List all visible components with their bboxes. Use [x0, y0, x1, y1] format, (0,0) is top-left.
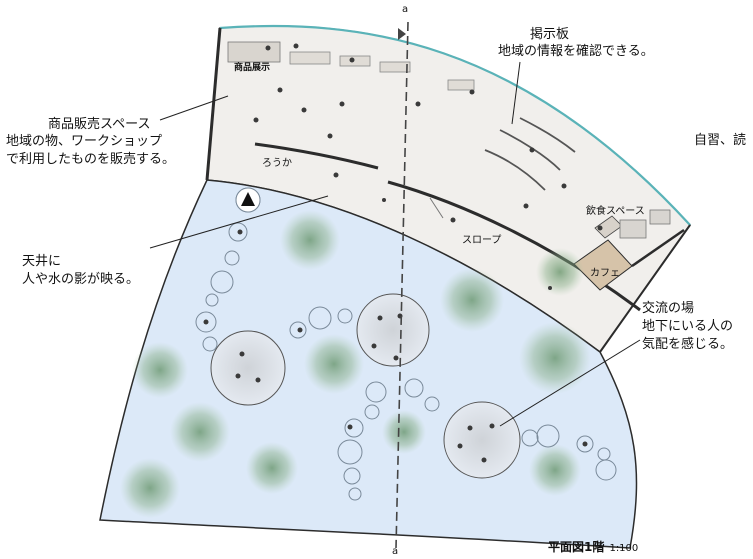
- sales-title: 商品販売スペース: [48, 117, 151, 132]
- bulletin-title: 掲示板: [530, 27, 570, 42]
- slope-wall: [387, 180, 641, 312]
- north-arrow-icon: [241, 192, 255, 206]
- sales-line2: で利用したものを販売する。: [6, 152, 176, 167]
- caption-scale: 1:100: [609, 543, 639, 554]
- bulletin-board: [519, 117, 576, 153]
- label-cafe: カフェ: [590, 268, 620, 279]
- sales-line1: 地域の物、ワークショップ: [6, 134, 163, 149]
- display-shelf: [289, 51, 331, 65]
- ceiling-line1: 天井に: [22, 254, 62, 269]
- glass-facade-line: [219, 24, 691, 226]
- ceiling-line2: 人や水の影が映る。: [22, 272, 140, 287]
- dining-table: [649, 209, 671, 225]
- display-shelf: [379, 61, 411, 73]
- leader-lines: [149, 61, 641, 427]
- caption-title: 平面図1階: [548, 540, 605, 554]
- dining-table: [619, 219, 647, 239]
- exchange-title: 交流の場: [642, 301, 695, 316]
- exchange-line2: 気配を感じる。: [642, 337, 734, 352]
- label-dining-space: 飲食スペース: [586, 206, 645, 217]
- label-slope: スロープ: [462, 235, 502, 246]
- tree-group: [120, 210, 591, 518]
- section-line: [395, 21, 409, 549]
- plaza-circle: [356, 293, 430, 367]
- label-product-display: 商品展示: [234, 63, 271, 73]
- section-mark-top: a: [402, 4, 409, 15]
- bulletin-body: 地域の情報を確認できる。: [498, 44, 654, 59]
- section-arrow-icon: [398, 28, 406, 40]
- label-corridor: ろうか: [262, 158, 292, 169]
- plaza-circle: [443, 401, 521, 479]
- bulletin-board: [484, 149, 546, 191]
- section-mark-bottom: a: [392, 546, 399, 557]
- display-shelf: [339, 55, 371, 67]
- annotation-study: 自習、読: [694, 133, 747, 148]
- display-shelf: [447, 79, 475, 91]
- corridor-wall: [254, 142, 379, 170]
- plaza-circle: [210, 330, 286, 406]
- plan-caption: 平面図1階 1:100: [548, 536, 638, 556]
- exchange-line1: 地下にいる人の: [642, 319, 734, 334]
- display-shelf: [227, 41, 281, 63]
- cafe-block: [573, 239, 633, 291]
- people-figures: [203, 43, 603, 463]
